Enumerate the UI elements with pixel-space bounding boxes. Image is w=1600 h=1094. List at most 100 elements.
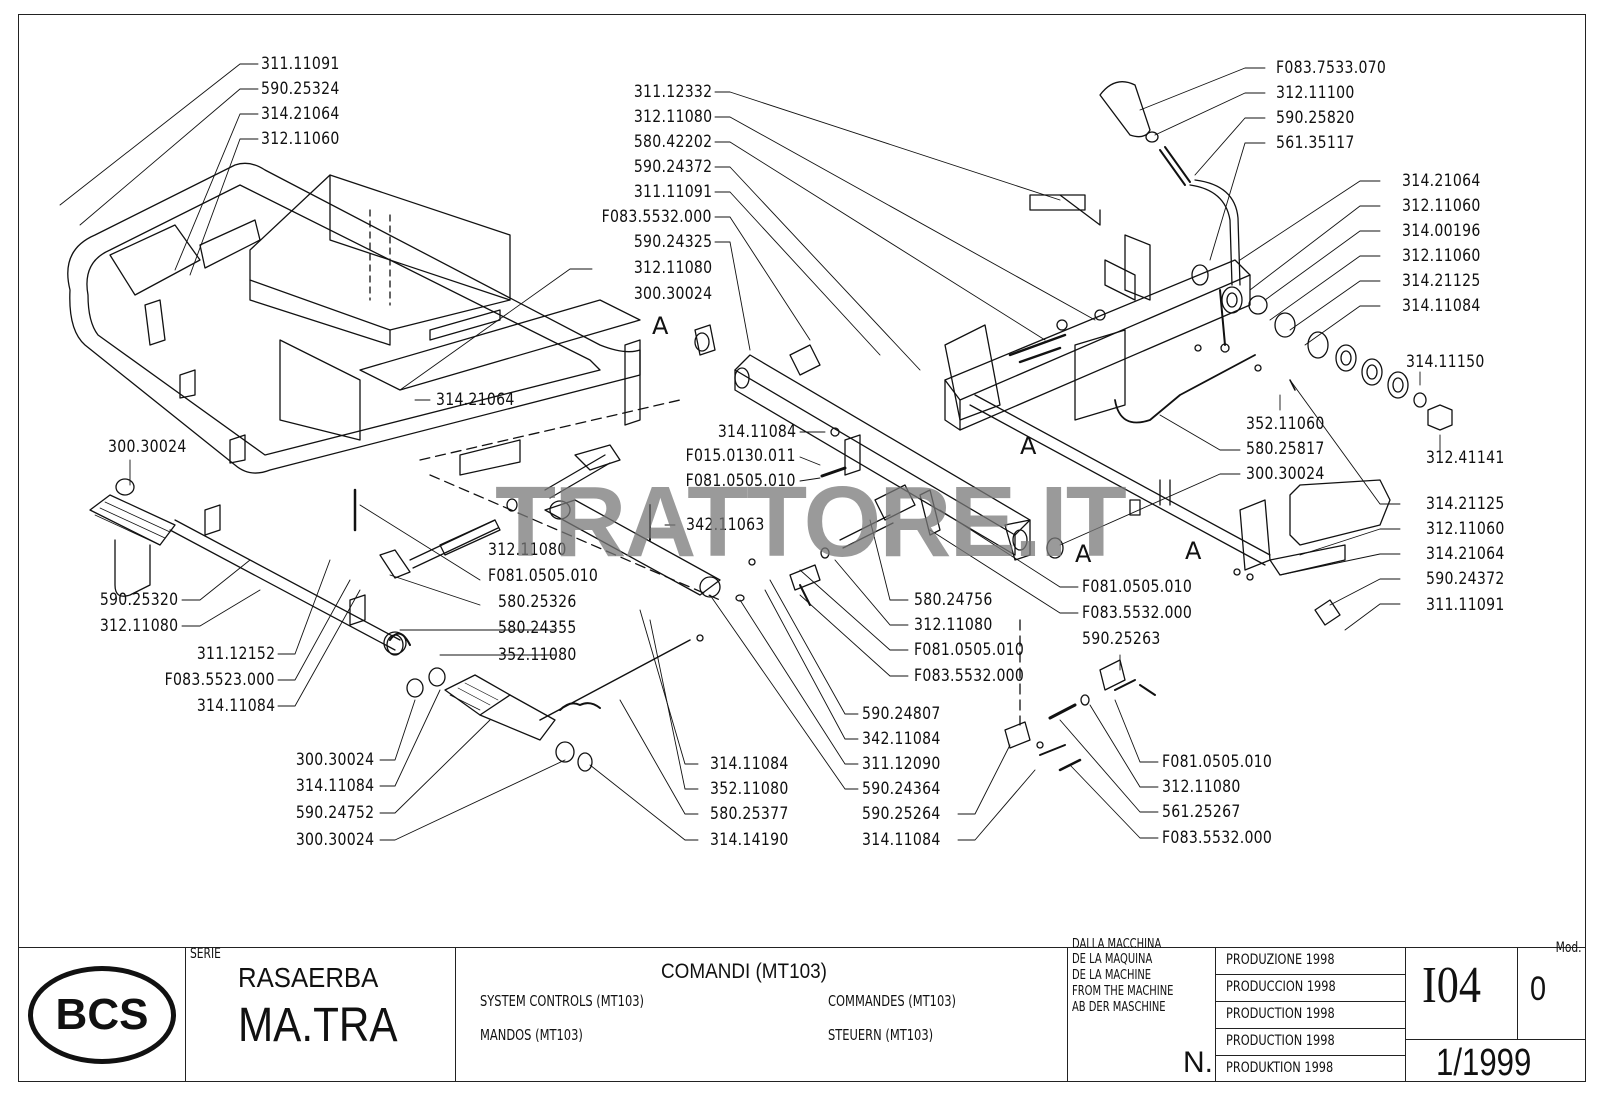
part-number-label: 314.21125 — [1426, 494, 1505, 514]
part-number-label: 580.25817 — [1246, 439, 1325, 459]
part-number-label: 311.12090 — [862, 754, 941, 774]
part-number-label: 312.41141 — [1426, 448, 1505, 468]
part-number-label: 352.11080 — [710, 779, 789, 799]
bcs-logo: BCS — [28, 966, 176, 1064]
description-cell: COMANDI (MT103) SYSTEM CONTROLS (MT103) … — [456, 948, 1068, 1082]
part-number-label: 311.11091 — [1426, 595, 1505, 615]
part-number-label: 580.42202 — [633, 132, 712, 152]
production-row: PRODUKTION 1998 — [1226, 1060, 1334, 1076]
part-number-label: 590.25263 — [1082, 629, 1161, 649]
part-number-label: 314.11084 — [295, 776, 374, 796]
section-marker-a: A — [1185, 537, 1202, 565]
production-row: PRODUCTION 1998 — [1216, 1029, 1405, 1056]
part-number-label: 312.11100 — [1276, 83, 1355, 103]
gear-lever-assembly — [944, 81, 1453, 626]
part-number-label: 300.30024 — [1246, 464, 1325, 484]
part-number-label: 314.21064 — [436, 390, 515, 410]
part-number-label: 590.25324 — [261, 79, 340, 99]
part-number-label: 590.24752 — [295, 803, 374, 823]
section-marker-a: A — [652, 312, 669, 340]
part-number-label: 314.21064 — [261, 104, 340, 124]
part-number-label: 580.25377 — [710, 804, 789, 824]
part-number-label: F081.0505.010 — [1162, 752, 1273, 772]
part-number-label: 314.21125 — [1402, 271, 1481, 291]
title-english: SYSTEM CONTROLS (MT103) — [480, 992, 645, 1010]
product-line: RASAERBA — [238, 962, 379, 993]
production-row: PRODUCCION 1998 — [1216, 975, 1405, 1002]
part-number-label: F083.5532.000 — [1082, 603, 1193, 623]
part-number-label: 342.11084 — [862, 729, 941, 749]
part-number-label: 314.14190 — [710, 830, 789, 850]
brand-name: BCS — [55, 990, 149, 1039]
part-number-label: F083.5532.000 — [601, 207, 712, 227]
part-number-label: 590.25320 — [99, 590, 178, 610]
part-number-label: 300.30024 — [295, 830, 374, 850]
part-number-label: 312.11080 — [914, 615, 993, 635]
part-number-label: 312.11080 — [488, 540, 567, 560]
part-number-label: 314.21064 — [1426, 544, 1505, 564]
title-french: COMMANDES (MT103) — [828, 992, 957, 1010]
part-number-label: 312.11060 — [261, 129, 340, 149]
cross-shaft — [694, 324, 1031, 606]
sheet-title: COMANDI (MT103) — [661, 960, 827, 983]
part-number-label: 590.25264 — [862, 804, 941, 824]
part-number-label: 352.11080 — [498, 645, 577, 665]
part-number-label: 590.24807 — [862, 704, 941, 724]
part-number-label: 314.11084 — [710, 754, 789, 774]
part-number-label: 312.11060 — [1426, 519, 1505, 539]
from-machine-2: DE LA MACHINE — [1072, 968, 1152, 983]
part-number-label: 561.25267 — [1162, 802, 1241, 822]
part-number-label: F083.5532.000 — [914, 666, 1025, 686]
part-number-label: F081.0505.010 — [1082, 577, 1193, 597]
number-label: N. — [1183, 1046, 1213, 1079]
part-number-label: 561.35117 — [1276, 133, 1355, 153]
part-number-label: F015.0130.011 — [685, 446, 796, 466]
series-cell: SERIE RASAERBA MA.TRA — [186, 946, 456, 1082]
part-number-label: 312.11060 — [1402, 196, 1481, 216]
table-code-cell: I04 — [1406, 948, 1518, 1040]
part-number-label: F081.0505.010 — [685, 471, 796, 491]
part-number-label: 314.11150 — [1406, 352, 1485, 372]
title-spanish: MANDOS (MT103) — [480, 1026, 583, 1044]
part-number-label: 314.11084 — [196, 696, 275, 716]
from-machine-0: DALLA MACCHINA — [1072, 937, 1162, 952]
part-number-label: 590.24364 — [862, 779, 941, 799]
part-number-label: 314.21064 — [1402, 171, 1481, 191]
lower-clevis-parts — [1004, 619, 1156, 772]
part-number-label: 580.24355 — [498, 618, 577, 638]
from-machine-cell: DALLA MACCHINA DE LA MAQUINA DE LA MACHI… — [1068, 937, 1216, 1082]
part-number-label: 300.30024 — [108, 437, 187, 457]
part-number-label: 580.24756 — [914, 590, 993, 610]
part-number-label: F083.5532.000 — [1162, 828, 1273, 848]
production-row: PRODUZIONE 1998 — [1216, 948, 1405, 975]
part-number-label: 312.11080 — [633, 258, 712, 278]
mod-label: Mod. — [1556, 940, 1582, 956]
part-number-label: 300.30024 — [633, 284, 712, 304]
part-number-label: 311.12332 — [633, 82, 712, 102]
table-code: I04 — [1422, 957, 1481, 1014]
part-number-label: F081.0505.010 — [488, 566, 599, 586]
serie-label: SERIE — [190, 946, 221, 962]
exploded-parts-diagram — [59, 63, 1453, 841]
section-marker-a: A — [1075, 540, 1092, 568]
date-cell: 1/1999 — [1406, 1040, 1586, 1084]
part-number-label: 342.11063 — [686, 515, 765, 535]
part-number-label: 311.12152 — [196, 644, 275, 664]
part-number-label: 312.11080 — [99, 616, 178, 636]
mower-frame — [67, 162, 681, 476]
logo-cell: BCS — [18, 948, 186, 1082]
part-number-label: 312.11080 — [1162, 777, 1241, 797]
section-marker-a: A — [1020, 432, 1037, 460]
part-number-label: 314.11084 — [717, 422, 796, 442]
part-number-label: 590.24372 — [633, 157, 712, 177]
mod-cell: Mod. 0 — [1518, 940, 1586, 1040]
part-number-label: 314.11084 — [862, 830, 941, 850]
part-number-label: 590.24325 — [633, 232, 712, 252]
drawing-frame — [18, 14, 1586, 1082]
part-number-label: 312.11080 — [633, 107, 712, 127]
part-number-label: F083.5523.000 — [164, 670, 275, 690]
revision-date: 1/1999 — [1436, 1042, 1532, 1084]
production-cell: PRODUZIONE 1998 PRODUCCION 1998 PRODUCTI… — [1216, 948, 1406, 1082]
part-number-label: 311.11091 — [633, 182, 712, 202]
production-row: PRODUCTION 1998 — [1216, 1002, 1405, 1029]
